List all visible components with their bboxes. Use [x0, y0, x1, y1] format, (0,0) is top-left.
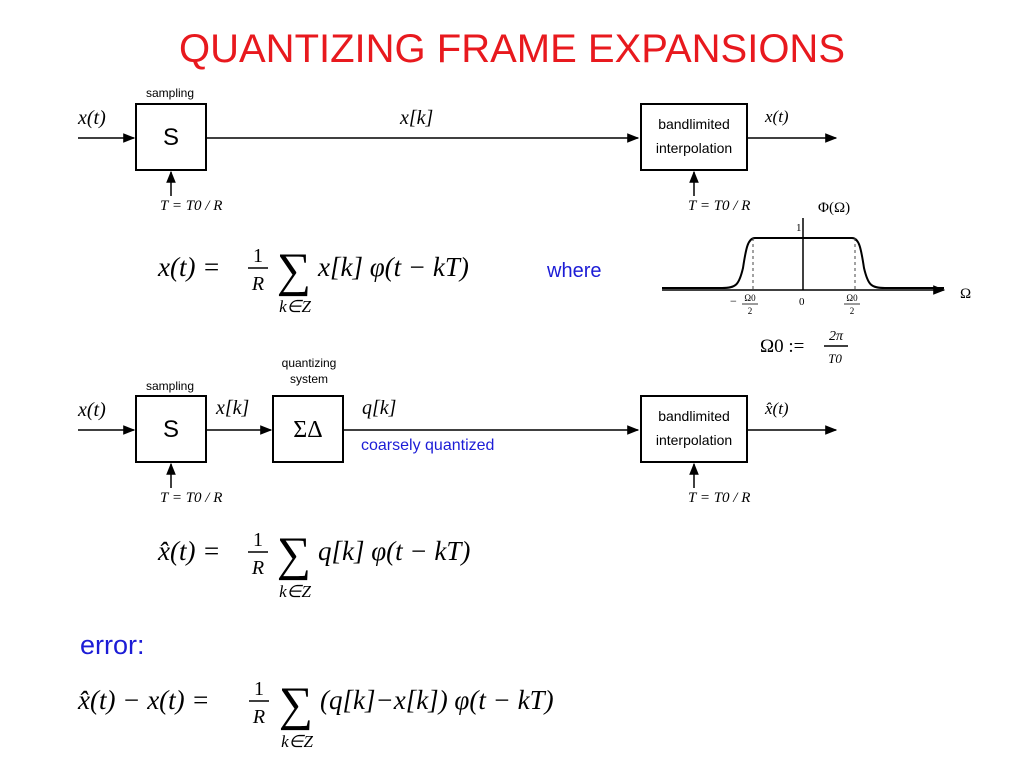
bottom-sampler-box — [135, 395, 207, 463]
error-sum-symbol: ∑ — [279, 678, 313, 731]
error-sum-index: k∈Z — [281, 732, 313, 751]
page-title: QUANTIZING FRAME EXPANSIONS — [179, 27, 845, 71]
quantized-body: q[k] φ(t − kT) — [318, 536, 470, 566]
top-sampling-label: sampling — [146, 86, 194, 100]
error-lhs: x̂(t) − x(t) = — [77, 685, 210, 715]
reconstruction-frac-num: 1 — [253, 245, 263, 267]
coarse-label: coarsely quantized — [361, 437, 494, 454]
spectrum-function-label: Φ(Ω) — [818, 200, 850, 216]
error-body: (q[k]−x[k]) φ(t − kT) — [320, 685, 554, 715]
top-interp-line2: interpolation — [656, 140, 732, 156]
top-rate-right: T = T0 / R — [688, 198, 750, 214]
spectrum-left-tick-minus: − — [730, 294, 737, 308]
quantizer-label: ΣΔ — [293, 417, 322, 443]
error-frac-num: 1 — [254, 678, 264, 700]
bottom-interp-box — [640, 395, 748, 463]
bottom-sampling-label: sampling — [146, 379, 194, 393]
error-frac-den: R — [252, 706, 265, 728]
spectrum-right-tick-den: 2 — [850, 306, 855, 316]
bottom-rate-right: T = T0 / R — [688, 490, 750, 506]
omega0-definition-lhs: Ω0 := — [760, 336, 804, 357]
quantizer-box — [272, 395, 344, 463]
quantized-sum-symbol: ∑ — [277, 528, 311, 581]
top-system: sampling x(t) S x[k] bandlimited interpo… — [77, 86, 838, 214]
top-interp-box — [640, 103, 748, 171]
reconstruction-sum-index: k∈Z — [279, 297, 311, 316]
reconstruction-equation: x(t) = 1 R ∑ k∈Z x[k] φ(t − kT) where — [157, 244, 601, 316]
quantized-equation: x̂(t) = 1 R ∑ k∈Z q[k] φ(t − kT) — [157, 528, 470, 601]
top-sampler-label: S — [163, 124, 179, 151]
top-sampler-box — [135, 103, 207, 171]
bottom-quantized-label: q[k] — [362, 397, 396, 419]
spectrum-left-tick-den: 2 — [748, 306, 753, 316]
spectrum-zero-label: 0 — [799, 296, 805, 308]
spectrum-curve — [662, 237, 944, 289]
bottom-signal-label: x[k] — [215, 397, 249, 419]
spectrum-one-label: 1 — [796, 222, 802, 234]
bottom-input-label: x(t) — [77, 399, 106, 421]
quantized-lhs: x̂(t) = — [157, 536, 220, 566]
reconstruction-lhs: x(t) = — [157, 252, 220, 282]
error-equation: error: x̂(t) − x(t) = 1 R ∑ k∈Z (q[k]−x[… — [77, 630, 554, 751]
quantized-sum-index: k∈Z — [279, 582, 311, 601]
bottom-output-label: x̂(t) — [764, 399, 789, 418]
bottom-system: quantizing system sampling x(t) S x[k] Σ… — [77, 356, 838, 506]
bottom-sampler-label: S — [163, 416, 179, 443]
quantized-frac-num: 1 — [253, 529, 263, 551]
top-signal-label: x[k] — [399, 107, 433, 129]
spectrum-axis-label: Ω — [960, 286, 971, 302]
top-interp-line1: bandlimited — [658, 116, 730, 132]
where-label: where — [546, 260, 601, 282]
spectrum-left-tick-num: Ω0 — [744, 293, 756, 303]
top-rate-left: T = T0 / R — [160, 198, 222, 214]
reconstruction-body: x[k] φ(t − kT) — [317, 252, 469, 282]
error-heading: error: — [80, 630, 145, 660]
omega0-definition-den: T0 — [828, 351, 842, 366]
quantizer-caption-line1: quantizing — [282, 356, 337, 370]
omega0-definition-num: 2π — [829, 329, 844, 344]
reconstruction-sum-symbol: ∑ — [277, 244, 311, 297]
top-output-label: x(t) — [764, 107, 789, 126]
quantized-frac-den: R — [251, 557, 264, 579]
spectrum-right-tick-num: Ω0 — [846, 293, 858, 303]
bottom-rate-left: T = T0 / R — [160, 490, 222, 506]
quantizer-caption-line2: system — [290, 372, 328, 386]
spectrum-plot: Φ(Ω) Ω 1 0 − Ω0 2 Ω0 2 Ω0 := 2π T0 — [662, 200, 971, 366]
bottom-interp-line1: bandlimited — [658, 408, 730, 424]
top-input-label: x(t) — [77, 107, 106, 129]
bottom-interp-line2: interpolation — [656, 432, 732, 448]
reconstruction-frac-den: R — [251, 273, 264, 295]
